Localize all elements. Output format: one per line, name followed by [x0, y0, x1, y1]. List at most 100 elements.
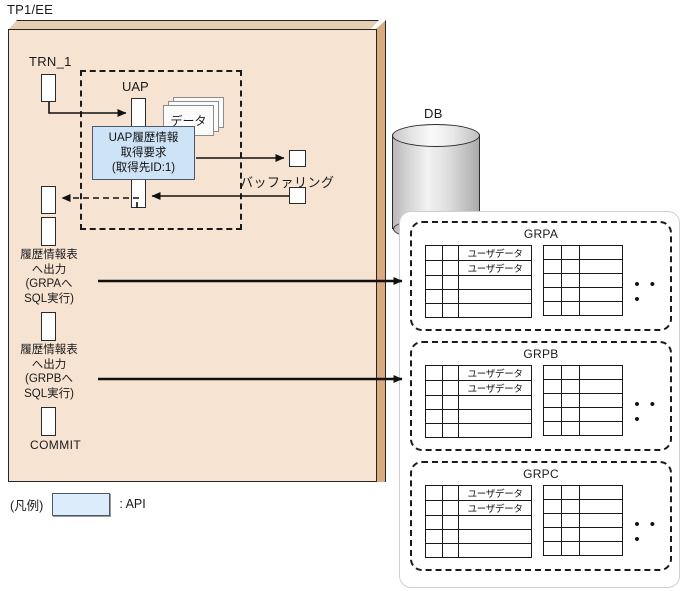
trn1-return-bar [41, 186, 56, 214]
table-cell [579, 301, 624, 316]
table-cell [441, 303, 460, 318]
db-cylinder-top [392, 124, 480, 147]
table-row [425, 275, 532, 290]
table-row [425, 515, 532, 530]
table-cell [542, 421, 563, 436]
table-row: ユーザデータユーザデータ [425, 365, 532, 438]
table-cell [579, 541, 624, 556]
table-cell [561, 513, 581, 528]
table-cell [579, 527, 624, 542]
table-cell: ユーザデータ [458, 245, 532, 261]
grpb-output-line3: (GRPBへ [25, 373, 73, 385]
group-grpc-ellipsis: • • • [634, 516, 658, 548]
table-cell: ユーザデータ [458, 260, 532, 276]
uap-activation-bar-bottom [131, 177, 146, 208]
table-cell [579, 245, 624, 260]
table-cell [458, 529, 532, 544]
group-grpb-tables: ユーザデータユーザデータ • • • [425, 365, 670, 438]
table-cell [542, 527, 563, 542]
api-box-line1: UAP履歴情報 [108, 131, 179, 144]
group-grpb-title: GRPB [523, 347, 559, 361]
table-cell [542, 485, 563, 500]
table-cell [458, 409, 532, 424]
table-cell [458, 543, 532, 558]
grpb-output-line2: へ出力 [31, 358, 67, 371]
table-cell [542, 499, 563, 514]
group-grpa-tables: ユーザデータユーザデータ • • • [425, 245, 670, 318]
table-cell [542, 259, 563, 274]
table-cell [441, 485, 460, 501]
table-cell [458, 303, 532, 318]
table-row: ユーザデータ [425, 260, 532, 276]
table-row [542, 379, 624, 394]
table-row [542, 301, 624, 316]
table-row [542, 245, 624, 316]
table-cell [561, 421, 581, 436]
legend: (凡例) : API [10, 489, 240, 519]
table-row [542, 365, 624, 380]
table-cell [542, 379, 563, 394]
grpa-output-label: 履歴情報表 へ出力 (GRPAへ SQL実行) [4, 248, 94, 306]
grpa-output-line4: SQL実行) [24, 292, 74, 305]
trn1-grpa-bar [41, 217, 56, 246]
table-cell [542, 273, 563, 288]
table-cell [441, 245, 460, 261]
table-cell [542, 407, 563, 422]
commit-label: COMMIT [30, 438, 82, 452]
uap-boundary [80, 70, 242, 230]
table-row [542, 365, 624, 436]
table-cell [561, 407, 581, 422]
table-cell [425, 485, 443, 501]
buffering-label: バッファリング [240, 175, 335, 190]
table-row [425, 423, 532, 438]
table-row [542, 485, 624, 500]
table-cell [579, 499, 624, 514]
table-cell [579, 421, 624, 436]
table-cell [561, 287, 581, 302]
table-cell [425, 275, 443, 290]
table-cell [579, 259, 624, 274]
table-row: ユーザデータ [425, 500, 532, 516]
table-cell [458, 275, 532, 290]
table-row: ユーザデータ [425, 365, 532, 381]
grpb-output-line4: SQL実行) [24, 387, 74, 400]
table-row: ユーザデータユーザデータ [425, 485, 532, 558]
table-cell [579, 393, 624, 408]
buffering-box-top [289, 150, 306, 167]
table-cell [441, 543, 460, 558]
table-cell [425, 423, 443, 438]
table-cell [425, 380, 443, 396]
table-row [425, 395, 532, 410]
table-cell [441, 380, 460, 396]
table-row [542, 527, 624, 542]
table-cell [441, 289, 460, 304]
db-label: DB [424, 106, 443, 121]
table-cell [542, 301, 563, 316]
table-cell: ユーザデータ [458, 365, 532, 381]
grpa-output-line2: へ出力 [31, 263, 67, 276]
table-cell: ユーザデータ [458, 500, 532, 516]
table-cell: ユーザデータ [458, 485, 532, 501]
table-cell [561, 259, 581, 274]
panel-top-bevel [8, 20, 379, 30]
table-row [542, 273, 624, 288]
table-cell [441, 423, 460, 438]
table-cell [561, 379, 581, 394]
table-row [542, 287, 624, 302]
table-cell [561, 485, 581, 500]
group-grpc-title: GRPC [523, 467, 559, 481]
table-cell [425, 395, 443, 410]
table-row [542, 485, 624, 556]
table-row [425, 303, 532, 318]
table-cell [441, 500, 460, 516]
table-cell [579, 273, 624, 288]
table-row [542, 421, 624, 436]
table-cell [425, 260, 443, 276]
table-cell [542, 541, 563, 556]
table-cell [441, 275, 460, 290]
uap-history-request-api-box: UAP履歴情報 取得要求 (取得先ID:1) [92, 126, 195, 180]
table-cell [458, 289, 532, 304]
table-cell [542, 393, 563, 408]
group-grpb-ellipsis: • • • [634, 396, 658, 428]
legend-suffix: : API [119, 497, 146, 511]
